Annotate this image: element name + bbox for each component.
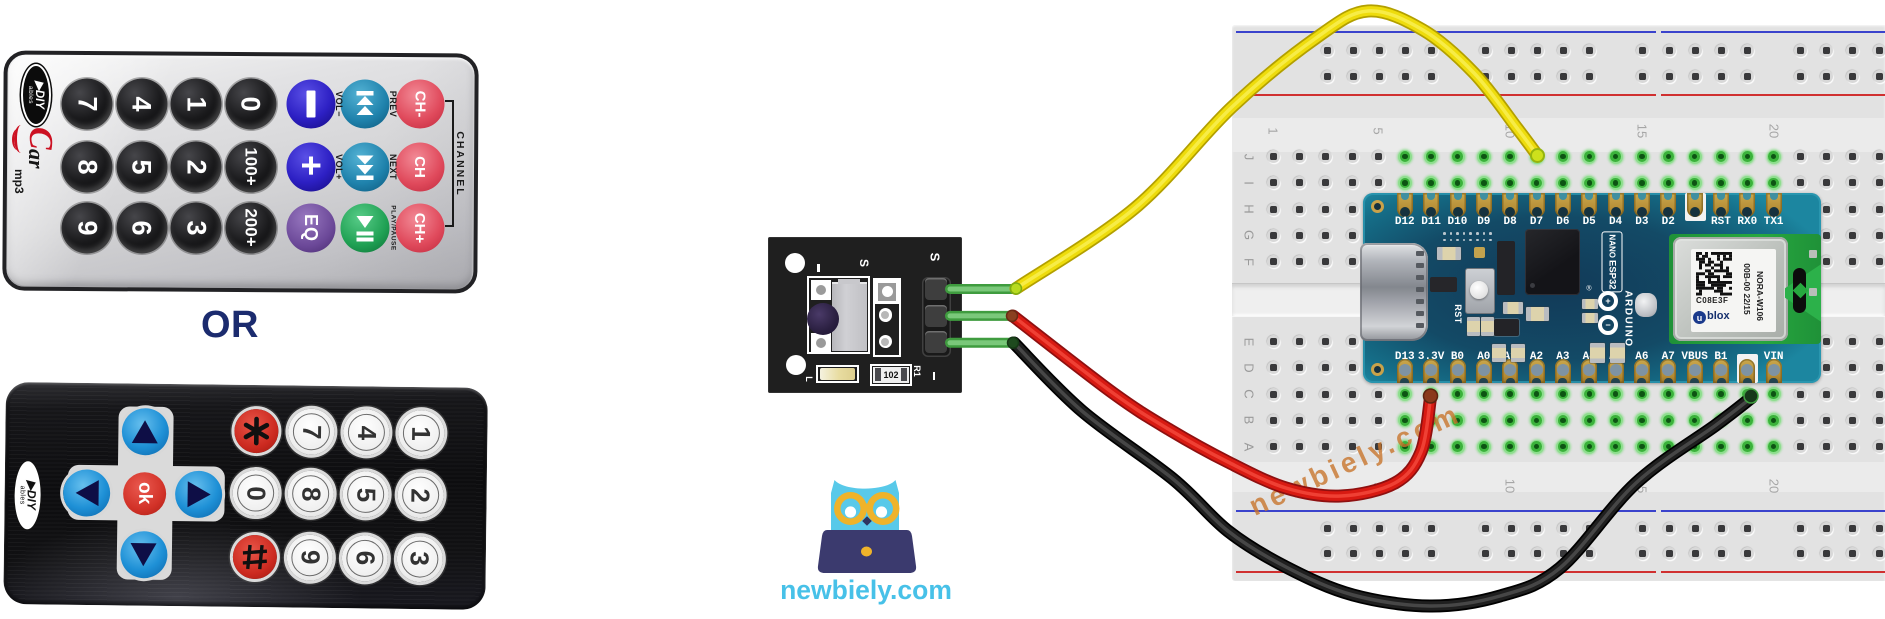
svg-text:newbiely.com: newbiely.com <box>780 575 952 605</box>
